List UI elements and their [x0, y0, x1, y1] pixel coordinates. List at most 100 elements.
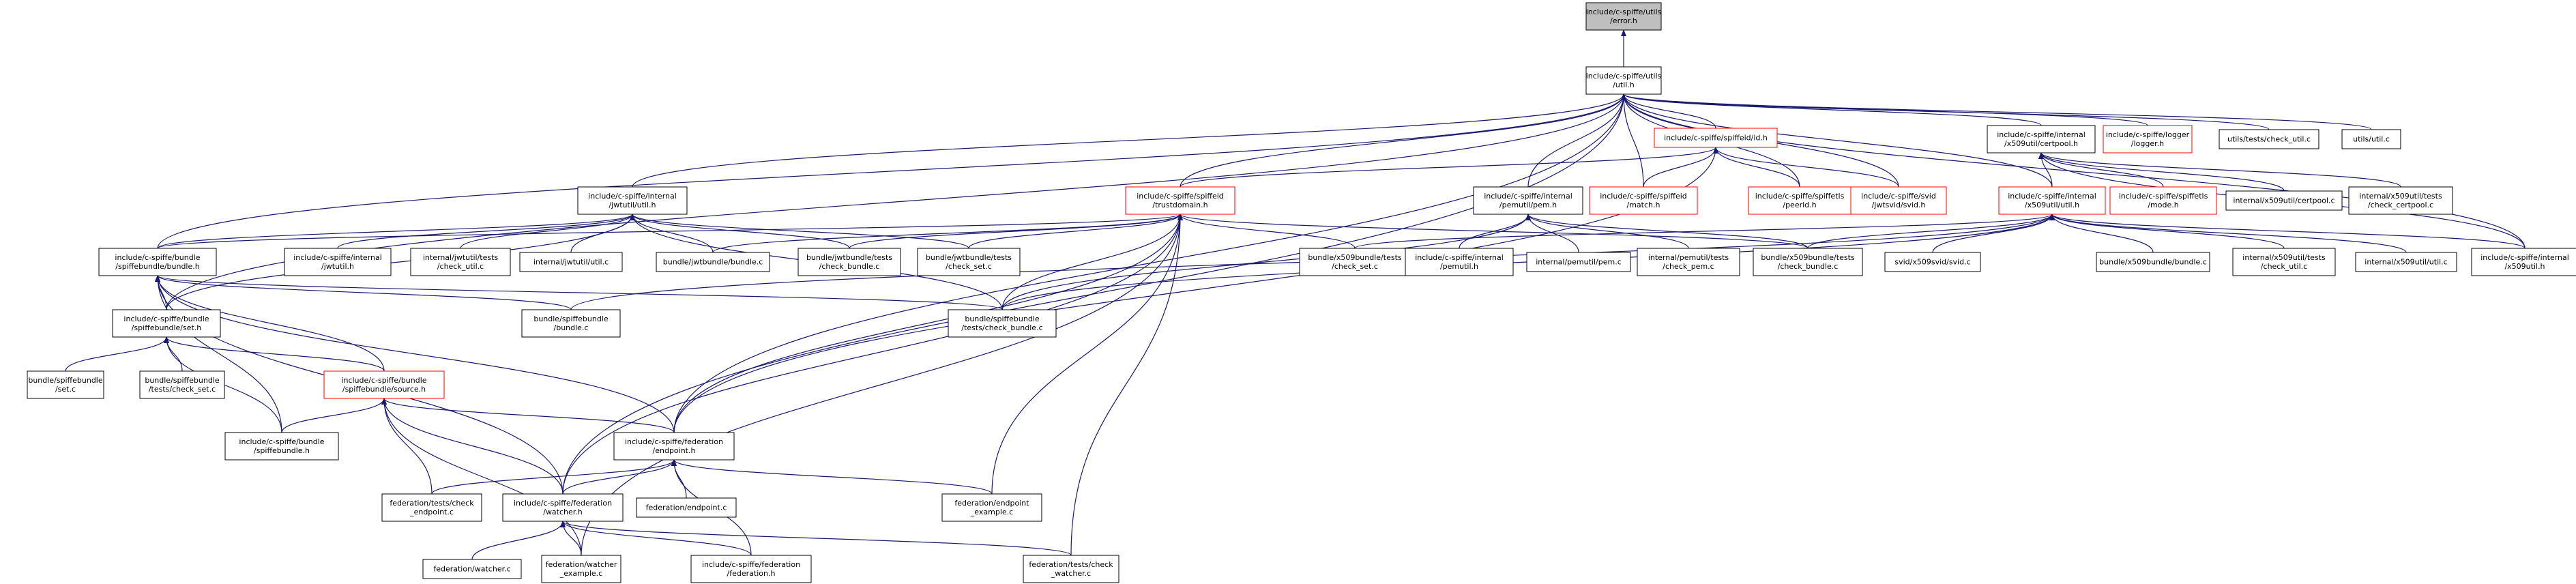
- file-node-spiffebundle-bundle-h[interactable]: include/c-spiffe/bundle/spiffebundle/bun…: [98, 248, 217, 276]
- include-edge: [630, 214, 850, 249]
- node-label-line: /match.h: [1627, 201, 1660, 209]
- file-node-spiffebundle-set-c[interactable]: bundle/spiffebundle/set.c: [27, 370, 104, 399]
- include-edge: [1621, 93, 2053, 188]
- file-node-jwtutil-check-util[interactable]: internal/jwtutil/tests/check_util.c: [410, 248, 511, 276]
- include-edge: [157, 214, 1183, 249]
- node-label-line: /check_certpool.c: [2368, 201, 2433, 209]
- node-box: [2471, 248, 2576, 276]
- file-node-federation-check-watcher[interactable]: federation/tests/check_watcher.c: [1023, 555, 1119, 583]
- node-box: [1585, 66, 1662, 95]
- file-node-federation-h[interactable]: include/c-spiffe/federation/federation.h: [690, 555, 812, 583]
- file-node-util[interactable]: include/c-spiffe/utils/util.h: [1585, 66, 1662, 95]
- file-node-x509bundle-check-bundle[interactable]: bundle/x509bundle/tests/check_bundle.c: [1753, 248, 1863, 276]
- file-node-spiffebundle-bundle-c[interactable]: bundle/spiffebundle/bundle.c: [521, 309, 621, 338]
- include-edge: [1621, 93, 1644, 188]
- node-box: [577, 186, 688, 215]
- file-node-internal-pemutil-h[interactable]: include/c-spiffe/internal/pemutil.h: [1405, 248, 1514, 276]
- file-node-pemutil-check-pem[interactable]: internal/pemutil/tests/check_pem.c: [1637, 248, 1740, 276]
- include-edge: [65, 336, 169, 372]
- node-label-line: include/c-spiffe/bundle: [115, 253, 200, 262]
- node-box: [1125, 186, 1235, 215]
- include-edge: [1001, 214, 1183, 310]
- file-node-jwtbundle-bundle-c[interactable]: bundle/jwtbundle/bundle.c: [656, 252, 770, 272]
- file-node-x509bundle-bundle-c[interactable]: bundle/x509bundle/bundle.c: [2096, 252, 2210, 272]
- file-node-x509svid-svid-c[interactable]: svid/x509svid/svid.c: [1884, 252, 1981, 272]
- file-node-x509util-check-certpool[interactable]: internal/x509util/tests/check_certpool.c: [2348, 186, 2453, 215]
- file-node-spiffetls-peerid[interactable]: include/c-spiffe/spiffetls/peerid.h: [1748, 186, 1852, 215]
- file-node-federation-watcher-example[interactable]: federation/watcher_example.c: [541, 555, 621, 583]
- file-node-utils-check-util[interactable]: utils/tests/check_util.c: [2219, 129, 2319, 149]
- include-edge: [1621, 93, 1716, 129]
- file-node-x509util-util[interactable]: include/c-spiffe/internal/x509util/util.…: [1998, 186, 2106, 215]
- node-label-line: include/c-spiffe/federation: [514, 499, 612, 508]
- include-edge: [2038, 152, 2285, 192]
- file-node-internal-x509util-h[interactable]: include/c-spiffe/internal/x509util.h: [2471, 248, 2576, 276]
- file-node-x509util-certpool-c[interactable]: internal/x509util/certpool.c: [2225, 190, 2343, 211]
- include-edge: [968, 214, 1183, 249]
- file-node-spiffebundle-source-h[interactable]: include/c-spiffe/bundle/spiffebundle/sou…: [323, 370, 445, 399]
- file-node-pemutil-pem-c[interactable]: internal/pemutil/pem.c: [1526, 252, 1631, 272]
- include-edge: [2049, 214, 2285, 249]
- file-node-spiffebundle-check-set[interactable]: bundle/spiffebundle/tests/check_set.c: [139, 370, 225, 399]
- file-node-logger[interactable]: include/c-spiffe/logger/logger.h: [2103, 125, 2193, 154]
- node-box: [27, 370, 104, 399]
- file-node-spiffeid-id[interactable]: include/c-spiffe/spiffeid/id.h: [1654, 128, 1778, 148]
- file-node-internal-jwtutil-h[interactable]: include/c-spiffe/internal/jwtutil.h: [284, 248, 392, 276]
- file-node-federation-endpoint-c[interactable]: federation/endpoint.c: [636, 497, 737, 518]
- node-label-line: internal/pemutil/pem.c: [1536, 258, 1622, 267]
- node-box: [917, 248, 1021, 276]
- include-edge: [671, 459, 687, 499]
- node-label-line: internal/x509util/certpool.c: [2233, 196, 2334, 205]
- include-edge: [1621, 93, 2042, 126]
- file-node-jwtutil-util-c[interactable]: internal/jwtutil/util.c: [519, 252, 623, 272]
- node-label-line: internal/x509util/tests: [2359, 192, 2442, 201]
- file-node-x509bundle-check-set[interactable]: bundle/x509bundle/tests/check_set.c: [1299, 248, 1411, 276]
- file-node-jwtutil-util[interactable]: include/c-spiffe/internal/jwtutil/util.h: [577, 186, 688, 215]
- node-box: [1589, 186, 1698, 215]
- node-label-line: /trustdomain.h: [1152, 201, 1208, 209]
- file-node-trustdomain[interactable]: include/c-spiffe/spiffeid/trustdomain.h: [1125, 186, 1235, 215]
- file-node-federation-check-endpoint[interactable]: federation/tests/check_endpoint.c: [381, 493, 482, 522]
- file-node-bundle-spiffebundle-h[interactable]: include/c-spiffe/bundle/spiffebundle.h: [224, 432, 339, 461]
- node-label-line: include/c-spiffe/internal: [1484, 192, 1572, 201]
- file-node-jwtbundle-check-bundle[interactable]: bundle/jwtbundle/tests/check_bundle.c: [797, 248, 901, 276]
- node-label-line: bundle/jwtbundle/bundle.c: [663, 258, 763, 267]
- file-node-federation-endpoint-h[interactable]: include/c-spiffe/federation/endpoint.h: [613, 432, 735, 461]
- node-box: [1998, 186, 2106, 215]
- include-edge: [2049, 214, 2526, 249]
- file-node-spiffeid-match[interactable]: include/c-spiffe/spiffeid/match.h: [1589, 186, 1698, 215]
- node-box: [690, 555, 812, 583]
- file-node-spiffetls-mode[interactable]: include/c-spiffe/spiffetls/mode.h: [2109, 186, 2217, 215]
- file-node-spiffebundle-check-bundle[interactable]: bundle/spiffebundle/tests/check_bundle.c: [948, 309, 1057, 338]
- file-node-x509util-util-c[interactable]: internal/x509util/util.c: [2355, 252, 2457, 272]
- include-edge: [1354, 214, 2055, 249]
- file-node-jwtbundle-check-set[interactable]: bundle/jwtbundle/tests/check_set.c: [917, 248, 1021, 276]
- node-box: [613, 432, 735, 461]
- file-node-utils-util-c[interactable]: utils/util.c: [2341, 129, 2401, 149]
- file-node-x509util-certpool[interactable]: include/c-spiffe/internal/x509util/certp…: [1987, 125, 2096, 154]
- include-edge: [562, 214, 1183, 495]
- include-edge: [337, 214, 635, 249]
- node-label-line: include/c-spiffe/svid: [1861, 192, 1936, 201]
- file-node-pemutil-pem[interactable]: include/c-spiffe/internal/pemutil/pem.h: [1473, 186, 1583, 215]
- include-edge: [1070, 214, 1183, 556]
- file-node-svid-jwtsvid[interactable]: include/c-spiffe/svid/jwtsvid/svid.h: [1850, 186, 1947, 215]
- file-node-federation-endpoint-example[interactable]: federation/endpoint_example.c: [941, 493, 1042, 522]
- include-edge: [155, 275, 385, 372]
- file-node-federation-watcher-h[interactable]: include/c-spiffe/federation/watcher.h: [502, 493, 624, 522]
- node-label-line: include/c-spiffe/internal: [2480, 253, 2569, 262]
- node-label-line: include/c-spiffe/internal: [1997, 130, 2085, 139]
- file-node-x509util-check-util[interactable]: internal/x509util/tests/check_util.c: [2232, 248, 2336, 276]
- include-edge: [849, 214, 1183, 249]
- node-label-line: /check_bundle.c: [1778, 262, 1839, 271]
- node-label-line: federation/tests/check: [1029, 560, 1113, 569]
- include-edge: [630, 214, 969, 249]
- file-node-federation-watcher-c[interactable]: federation/watcher.c: [422, 559, 522, 579]
- node-label-line: internal/x509util/util.c: [2365, 258, 2447, 267]
- include-edge: [1525, 214, 1809, 249]
- file-node-spiffebundle-set-h[interactable]: include/c-spiffe/bundle/spiffebundle/set…: [112, 309, 221, 338]
- node-label-line: /pemutil/pem.h: [1499, 201, 1557, 209]
- node-box: [1405, 248, 1514, 276]
- node-label-line: include/c-spiffe/federation: [625, 437, 723, 446]
